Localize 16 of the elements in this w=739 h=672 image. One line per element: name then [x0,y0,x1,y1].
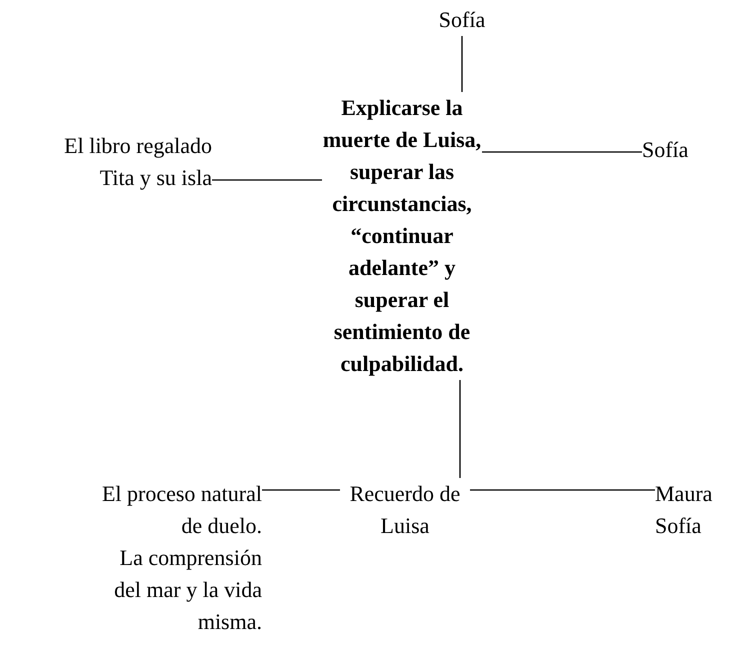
connector-line [262,489,340,491]
node-text: La comprensión del mar y la vida misma. [113,544,262,636]
connector-line [482,151,642,153]
node-text: Maura [655,480,714,508]
connector-line [461,36,463,92]
connector-line [470,489,655,491]
node-text: Recuerdo de Luisa [348,480,462,540]
node-text: El proceso natural de duelo. [100,480,262,540]
node-text: Explicarse la muerte de Luisa, superar las circunstancias, “continuar adelante” y superar el sentimiento de culpabilidad. [322,94,482,378]
connector-line [459,380,461,478]
node-text: Tita y su isla [98,164,212,192]
node-text: Sofía [642,136,690,164]
connector-line [212,179,322,181]
node-text: Sofía [438,6,486,34]
node-text: El libro regalado [63,132,212,160]
node-text: Sofía [655,512,702,540]
